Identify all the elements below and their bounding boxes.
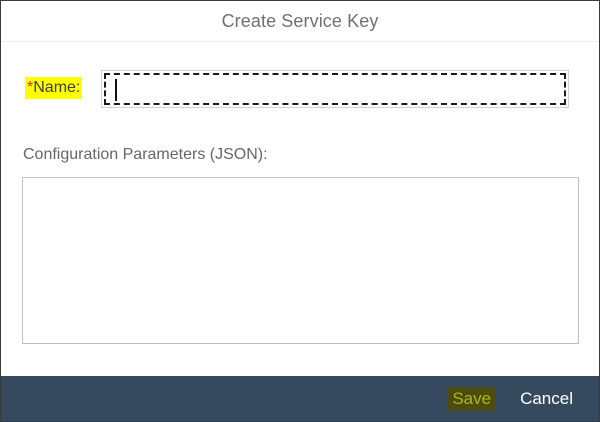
name-input[interactable] xyxy=(104,73,566,105)
required-asterisk-icon: * xyxy=(27,79,34,96)
save-button[interactable]: Save xyxy=(447,386,497,411)
text-caret-icon xyxy=(115,79,117,101)
dialog-header: Create Service Key xyxy=(1,1,599,42)
cancel-button[interactable]: Cancel xyxy=(520,388,573,408)
configuration-parameters-input[interactable] xyxy=(22,177,579,344)
name-input-wrapper[interactable] xyxy=(101,70,569,108)
name-field-label: *Name: xyxy=(25,77,83,99)
dialog-footer: Save Cancel xyxy=(1,376,599,421)
configuration-parameters-label: Configuration Parameters (JSON): xyxy=(23,146,268,163)
page-title: Create Service Key xyxy=(221,10,379,31)
name-label-text: Name: xyxy=(33,79,81,96)
dialog-body: *Name: Configuration Parameters (JSON): xyxy=(1,42,599,376)
name-form-row: *Name: xyxy=(1,70,599,110)
